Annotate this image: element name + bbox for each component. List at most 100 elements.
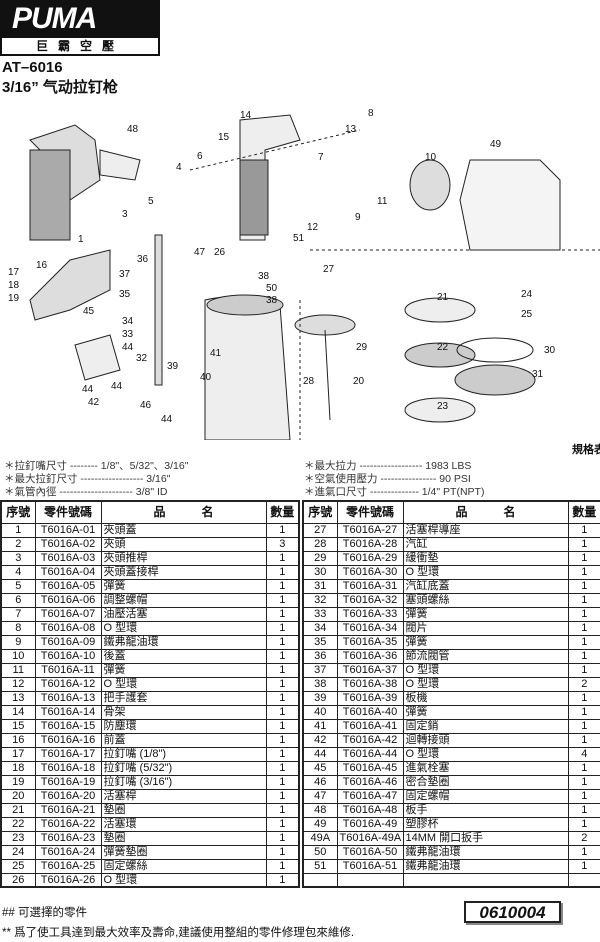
part-callout-label: 42 — [88, 397, 100, 408]
part-callout-label: 33 — [122, 329, 134, 340]
part-callout-label: 17 — [8, 267, 20, 278]
part-callout-label: 40 — [200, 372, 212, 383]
part-qty: 1 — [567, 704, 600, 720]
part-number: T6016A-18 — [34, 760, 102, 776]
part-number: T6016A-11 — [34, 662, 102, 678]
part-name: 閥片 — [402, 620, 569, 636]
part-number: T6016A-45 — [336, 760, 404, 776]
part-qty: 1 — [265, 690, 300, 706]
part-seq: 32 — [302, 592, 338, 608]
part-callout-label: 44 — [122, 342, 134, 353]
part-callout-label: 16 — [36, 260, 48, 271]
part-name: 拉釘嘴 (3/16") — [100, 774, 267, 790]
part-qty: 1 — [265, 676, 300, 692]
part-qty: 1 — [567, 732, 600, 748]
part-seq: 48 — [302, 802, 338, 818]
repair-kit-note: ** 爲了使工具達到最大效率及壽命,建議使用整組的零件修理包來維修. — [2, 927, 355, 939]
part-seq: 23 — [0, 830, 36, 846]
part-number: T6016A-34 — [336, 620, 404, 636]
part-name: 固定螺帽 — [402, 788, 569, 804]
part-name: 緩衝墊 — [402, 550, 569, 566]
part-callout-label: 32 — [136, 353, 148, 364]
part-name: 墊圈 — [100, 802, 267, 818]
part-number: T6016A-31 — [336, 578, 404, 594]
part-name: O 型環 — [100, 676, 267, 692]
part-callout-label: 10 — [425, 152, 437, 163]
part-callout-label: 28 — [303, 376, 315, 387]
part-seq: 1 — [0, 522, 36, 538]
part-callout-label: 41 — [210, 348, 222, 359]
part-qty: 1 — [265, 648, 300, 664]
part-seq: 33 — [302, 606, 338, 622]
part-number: T6016A-44 — [336, 746, 404, 762]
part-qty: 1 — [567, 690, 600, 706]
spec-item: ＊氣管內徑 --------------------- 3/8" ID — [4, 486, 168, 498]
part-qty: 1 — [567, 606, 600, 622]
part-name: 油壓活塞 — [100, 606, 267, 622]
part-callout-label: 31 — [532, 369, 544, 380]
part-qty: 1 — [265, 816, 300, 832]
part-qty: 1 — [265, 606, 300, 622]
part-number: T6016A-24 — [34, 844, 102, 860]
part-number: T6016A-33 — [336, 606, 404, 622]
part-callout-label: 11 — [377, 196, 388, 207]
part-number: T6016A-35 — [336, 634, 404, 650]
part-qty: 1 — [265, 578, 300, 594]
part-qty: 1 — [567, 844, 600, 860]
part-callout-label: 37 — [119, 269, 131, 280]
part-number: T6016A-21 — [34, 802, 102, 818]
part-qty: 1 — [567, 578, 600, 594]
part-callout-label: 9 — [355, 212, 361, 223]
part-seq: 10 — [0, 648, 36, 664]
part-seq: 41 — [302, 718, 338, 734]
part-seq: 9 — [0, 634, 36, 650]
part-number: T6016A-03 — [34, 550, 102, 566]
part-callout-label: 35 — [119, 289, 131, 300]
part-callout-label: 18 — [8, 280, 20, 291]
part-qty: 1 — [567, 858, 600, 874]
part-qty: 1 — [265, 732, 300, 748]
part-number: T6016A-13 — [34, 690, 102, 706]
part-callout-label: 24 — [521, 289, 533, 300]
part-callout-label: 30 — [544, 345, 556, 356]
part-seq: 13 — [0, 690, 36, 706]
puma-logo: PUMA 巨霸空壓 — [0, 0, 160, 56]
part-qty: 1 — [265, 718, 300, 734]
part-number: T6016A-02 — [34, 536, 102, 552]
part-callout-label: 38 — [266, 295, 278, 306]
part-callout-label: 7 — [318, 152, 324, 163]
part-number: T6016A-01 — [34, 522, 102, 538]
part-number: T6016A-17 — [34, 746, 102, 762]
part-qty: 1 — [265, 802, 300, 818]
part-qty: 1 — [567, 592, 600, 608]
part-seq: 25 — [0, 858, 36, 874]
part-name: O 型環 — [100, 620, 267, 636]
part-qty: 1 — [567, 620, 600, 636]
part-seq: 20 — [0, 788, 36, 804]
part-name: 夾頭蓋接桿 — [100, 564, 267, 580]
part-seq: 49 — [302, 816, 338, 832]
part-callout-label: 46 — [140, 400, 152, 411]
logo-subtitle: 巨霸空壓 — [35, 39, 124, 53]
spec-item: ＊拉釘嘴尺寸 -------- 1/8"、5/32"、3/16" — [4, 460, 189, 472]
part-name: 拉釘嘴 (1/8") — [100, 746, 267, 762]
part-name: O 型環 — [402, 746, 569, 762]
part-callout-label: 12 — [307, 222, 319, 233]
